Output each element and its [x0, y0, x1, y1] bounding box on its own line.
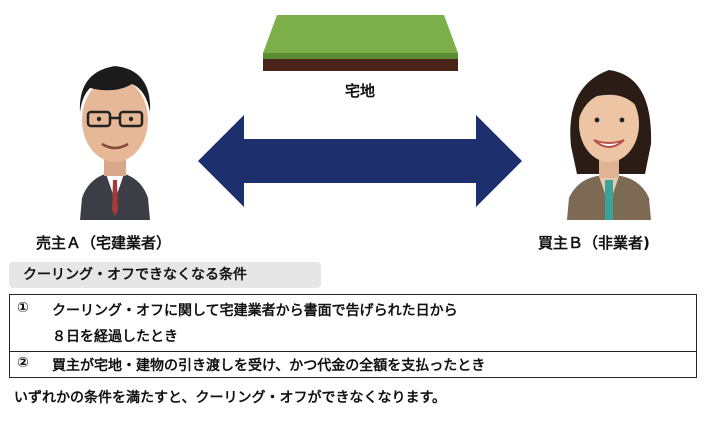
condition-row: ② 買主が宅地・建物の引き渡しを受け、かつ代金の全額を支払ったとき: [10, 351, 696, 377]
condition-text: 買主が宅地・建物の引き渡しを受け、かつ代金の全額を支払ったとき: [52, 358, 486, 374]
condition-row: ① クーリング・オフに関して宅建業者から書面で告げられた日から ８日を経過したと…: [10, 295, 696, 352]
buyer-avatar: [567, 70, 652, 220]
land-label: 宅地: [344, 82, 375, 100]
footnote: いずれかの条件を満たすと、クーリング・オフができなくなります。: [14, 390, 447, 406]
double-arrow-icon: [198, 115, 522, 207]
condition-number: ①: [17, 300, 29, 316]
condition-text: ８日を経過したとき: [52, 329, 178, 345]
conditions-table: ① クーリング・オフに関して宅建業者から書面で告げられた日から ８日を経過したと…: [9, 294, 697, 378]
condition-text: クーリング・オフに関して宅建業者から書面で告げられた日から: [52, 303, 458, 319]
condition-number: ②: [17, 355, 29, 371]
land-parcel-icon: [263, 15, 458, 71]
seller-label: 売主Ａ（宅建業者）: [36, 234, 172, 252]
seller-avatar: [79, 66, 151, 220]
conditions-heading: クーリング・オフできなくなる条件: [9, 262, 321, 288]
buyer-label: 買主Ｂ（非業者): [538, 234, 650, 252]
